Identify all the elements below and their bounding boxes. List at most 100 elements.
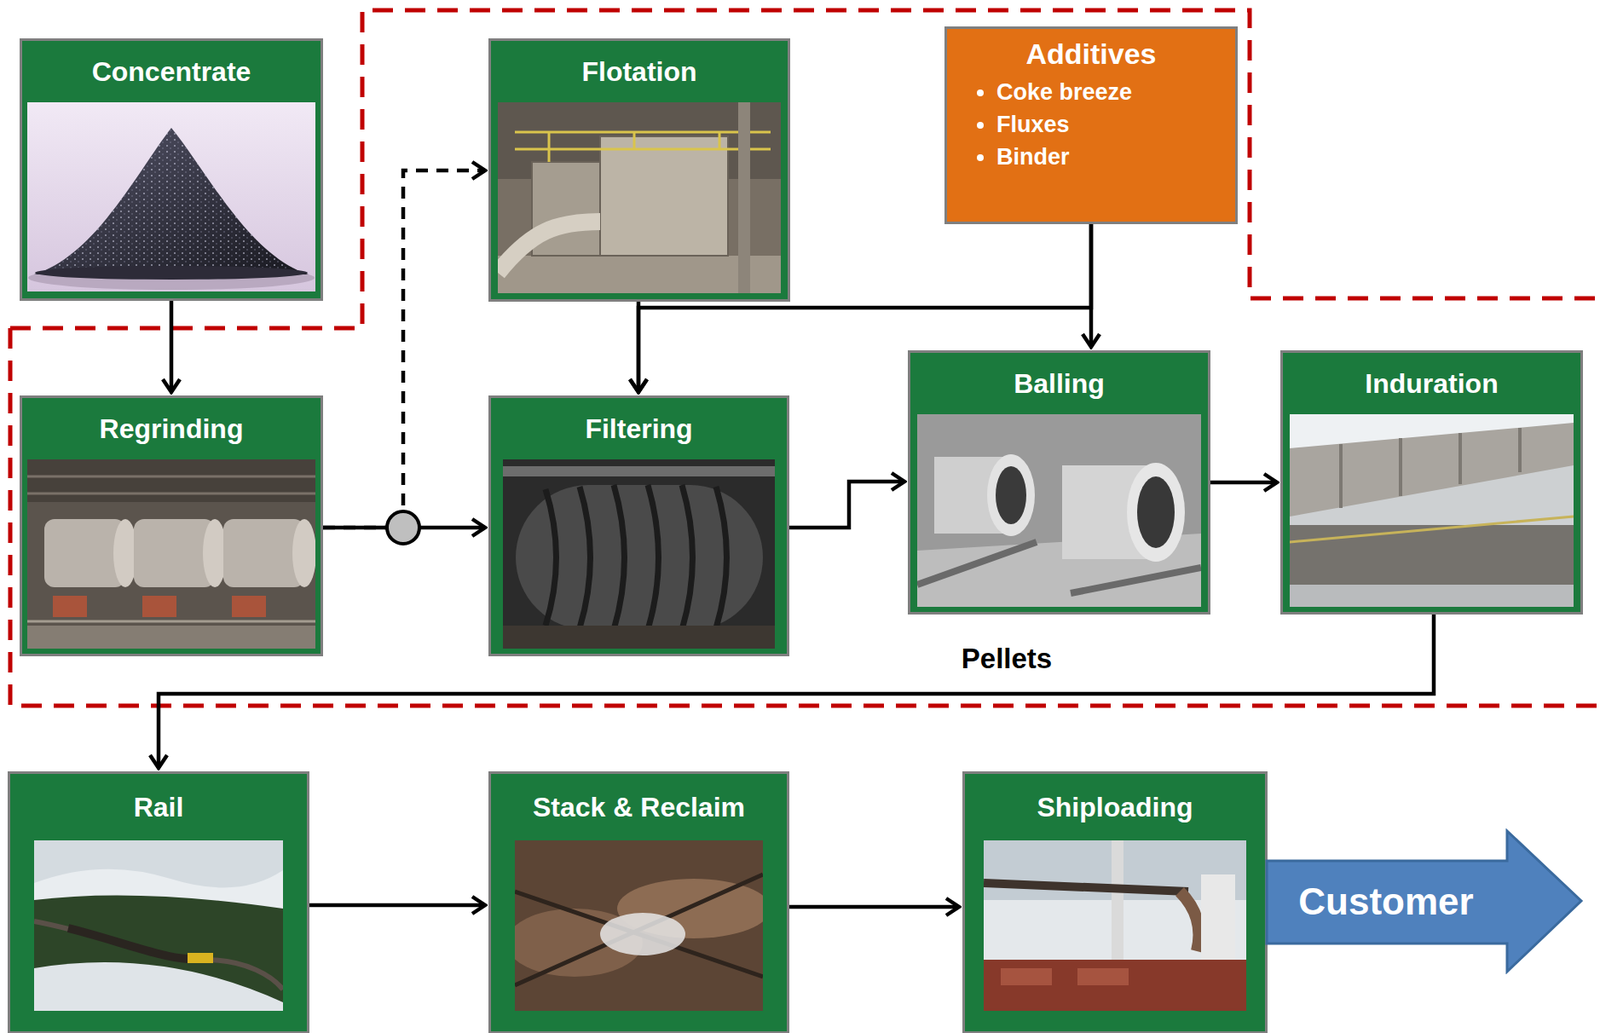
concentrate-photo-part xyxy=(27,102,316,292)
filtering-photo-part xyxy=(545,485,728,630)
process-box: Regrinding xyxy=(22,398,321,654)
flotation-photo-part xyxy=(738,102,751,294)
bullet-list: Coke breezeFluxesBinder xyxy=(947,75,1236,174)
filtering-photo-part xyxy=(515,485,763,630)
concentrate-photo-part xyxy=(34,127,309,275)
process-title: Stack & Reclaim xyxy=(532,791,746,824)
box-header: Stack & Reclaim xyxy=(514,774,763,841)
regrinding-photo-part xyxy=(27,620,316,624)
rail-photo-part xyxy=(34,869,284,1011)
flotation-photo xyxy=(497,102,781,294)
shiploading-photo-part xyxy=(983,959,1247,1011)
flow-arrow xyxy=(158,614,1434,769)
stack-reclaim-photo-part xyxy=(600,912,686,956)
regrinding-photo-part xyxy=(27,459,316,649)
stack-reclaim-photo xyxy=(506,840,771,1011)
flotation-photo-part xyxy=(497,221,601,273)
rail-photo-part xyxy=(34,840,284,1011)
balling-photo-part xyxy=(1126,462,1185,562)
induration-photo-part xyxy=(1289,414,1574,607)
rail-photo-part xyxy=(187,953,214,964)
shiploading-photo-part xyxy=(1077,968,1129,986)
concentrate-photo xyxy=(27,102,316,292)
balling-photo-part xyxy=(995,466,1027,525)
box-header: Flotation xyxy=(497,40,781,103)
additives-heading: Additives xyxy=(947,28,1236,71)
balling-photo-part xyxy=(917,414,1202,607)
shiploading-photo-part xyxy=(1111,840,1124,960)
induration-photo-part xyxy=(1340,427,1520,509)
process-box: Concentrate xyxy=(22,40,321,299)
induration-photo-part xyxy=(1289,422,1574,517)
box-header: Shiploading xyxy=(983,774,1247,841)
process-title: Balling xyxy=(1013,368,1105,400)
shiploading-photo xyxy=(983,840,1247,1011)
rail-photo-part xyxy=(34,962,284,1011)
flow-arrow xyxy=(309,903,486,908)
concentrate-photo-part xyxy=(34,265,308,280)
process-box: Filtering xyxy=(490,398,787,654)
box-header: Filtering xyxy=(502,398,775,460)
process-box: Flotation xyxy=(490,40,788,300)
concentrate-photo-part xyxy=(28,265,315,290)
filtering-photo xyxy=(502,459,775,649)
flow-arrow xyxy=(169,300,174,393)
box-header: Induration xyxy=(1289,352,1574,415)
shiploading-photo-part xyxy=(983,883,1189,892)
flotation-photo-part xyxy=(497,102,781,294)
flow-arrow xyxy=(1089,224,1094,347)
balling-photo xyxy=(917,414,1202,607)
rail-photo-part xyxy=(34,921,284,990)
regrinding-photo-part xyxy=(202,519,227,588)
shiploading-photo-part xyxy=(983,840,1247,1011)
regrinding-photo-part xyxy=(27,625,316,649)
filtering-photo-part xyxy=(502,466,775,477)
stack-reclaim-photo-part xyxy=(514,874,763,986)
process-box: Stack & Reclaim xyxy=(490,774,787,1032)
optional-flow-arrow xyxy=(323,170,486,528)
regrinding-photo-part xyxy=(223,519,305,588)
process-box: Rail xyxy=(10,774,307,1032)
regrinding-photo-part xyxy=(113,519,138,588)
regrinding-photo-part xyxy=(27,459,316,503)
region-boundary xyxy=(10,10,1600,706)
box-header: Balling xyxy=(917,352,1202,415)
process-box: Induration xyxy=(1282,352,1581,613)
shiploading-photo-part xyxy=(1000,968,1052,986)
process-box: Shiploading xyxy=(964,774,1265,1032)
flotation-photo-part xyxy=(514,132,771,162)
shiploading-photo-part xyxy=(1179,891,1200,952)
process-title: Flotation xyxy=(581,56,697,88)
induration-photo-part xyxy=(1289,584,1574,607)
concentrate-photo-part xyxy=(34,127,309,275)
regrinding-photo-part xyxy=(292,519,317,588)
flow-arrow xyxy=(1210,480,1277,486)
box-header: Rail xyxy=(34,774,284,841)
bullet-item: Binder xyxy=(996,140,1236,174)
filtering-photo-part xyxy=(502,459,775,649)
rail-photo-part xyxy=(68,928,188,959)
regrinding-photo-part xyxy=(133,519,215,588)
process-title: Regrinding xyxy=(99,413,244,445)
balling-photo-part xyxy=(987,454,1035,537)
customer-arrow: Customer xyxy=(1264,828,1584,975)
shiploading-photo-part xyxy=(1201,874,1236,960)
regrinding-photo-part xyxy=(142,595,177,618)
box-header: Concentrate xyxy=(27,40,316,103)
box-header: Regrinding xyxy=(27,398,316,460)
process-title: Shiploading xyxy=(1036,791,1193,824)
flow-arrow xyxy=(789,905,959,910)
regrinding-photo-part xyxy=(231,595,266,618)
flow-label: Pellets xyxy=(961,642,1052,676)
rail-photo-part xyxy=(34,895,284,1011)
regrinding-photo-part xyxy=(52,595,87,618)
process-box: Balling xyxy=(910,352,1208,613)
induration-photo-part xyxy=(1289,525,1574,585)
rail-photo xyxy=(34,840,284,1011)
balling-photo-part xyxy=(1137,476,1175,549)
process-title: Filtering xyxy=(584,413,693,445)
induration-photo xyxy=(1289,414,1574,607)
arrow-fill xyxy=(1266,831,1582,972)
flow-arrow xyxy=(789,481,905,528)
